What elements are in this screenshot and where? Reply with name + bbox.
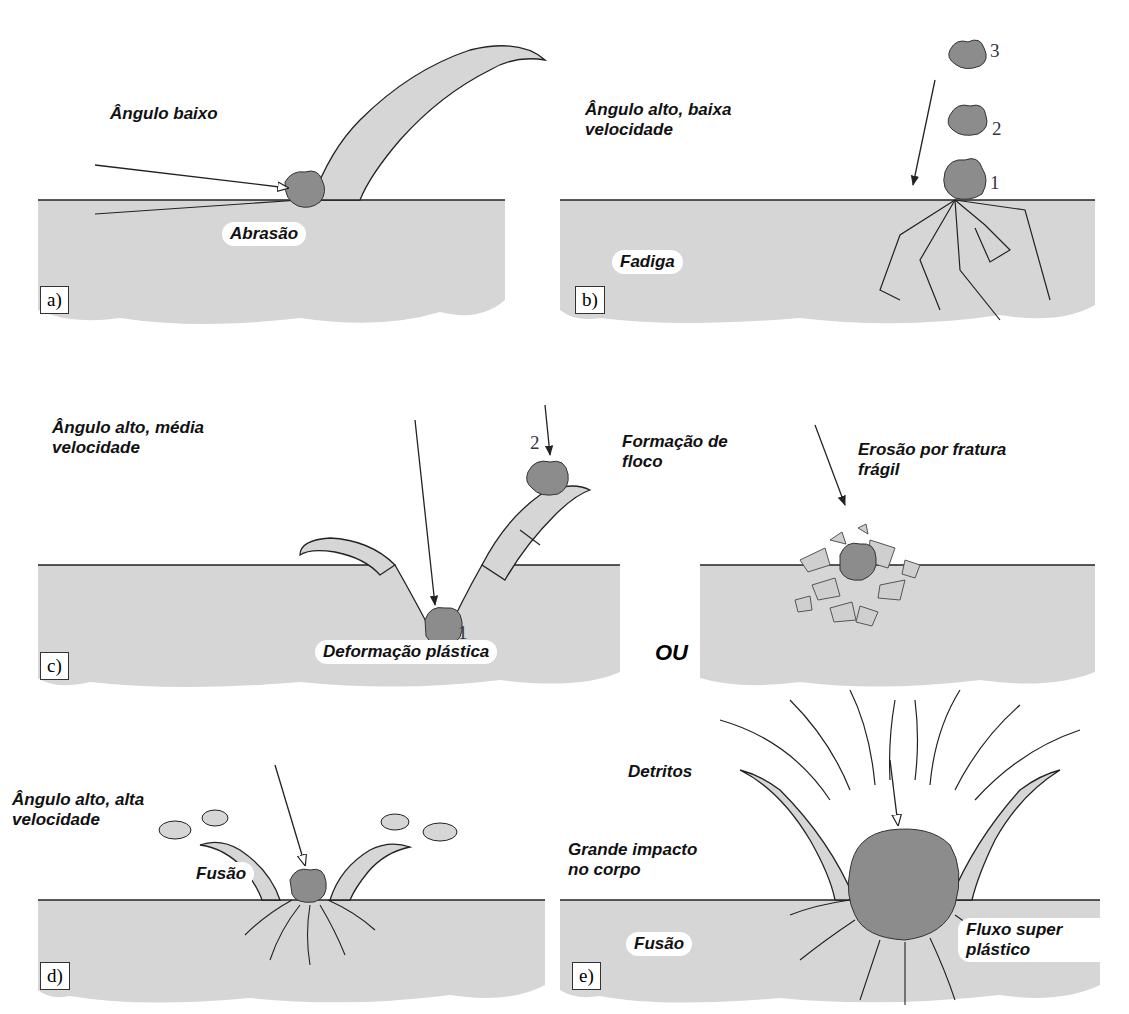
annotation-label: Formação de floco [622,432,757,472]
annotation-label: Detritos [620,760,700,784]
annotation-label: Fusão [188,862,254,886]
panel-tag: e) [572,962,601,990]
annotation-label: Fadiga [612,250,683,274]
annotation-label: Grande impacto no corpo [560,838,728,882]
panel-letter: e) [579,965,594,986]
annotation-label: OU [655,640,688,666]
annotation-label: Erosão por fratura frágil [858,440,1013,480]
annotation-label: Abrasão [222,222,306,246]
callout-number: 2 [530,432,540,454]
panel-letter: a) [47,289,62,310]
annotation-label: Ângulo alto, alta velocidade [12,790,184,830]
annotation-label: Ângulo baixo [110,104,218,124]
annotation-label: Deformação plástica [315,640,497,664]
panel-tag: c) [40,652,69,680]
panel-tag: d) [40,962,70,990]
panel-letter: c) [47,655,62,676]
annotation-label: Ângulo alto, baixa velocidade [585,100,757,140]
callout-number: 3 [990,40,1000,62]
annotation-label: Fluxo super plástico [958,918,1124,962]
panel-tag: b) [575,286,605,314]
annotation-label: Ângulo alto, média velocidade [52,418,224,458]
panel-letter: d) [47,965,63,986]
callout-number: 2 [992,118,1002,140]
annotation-label: Fusão [626,932,692,956]
panel-tag: a) [40,286,69,314]
panel-letter: b) [582,289,598,310]
callout-number: 1 [990,172,1000,194]
